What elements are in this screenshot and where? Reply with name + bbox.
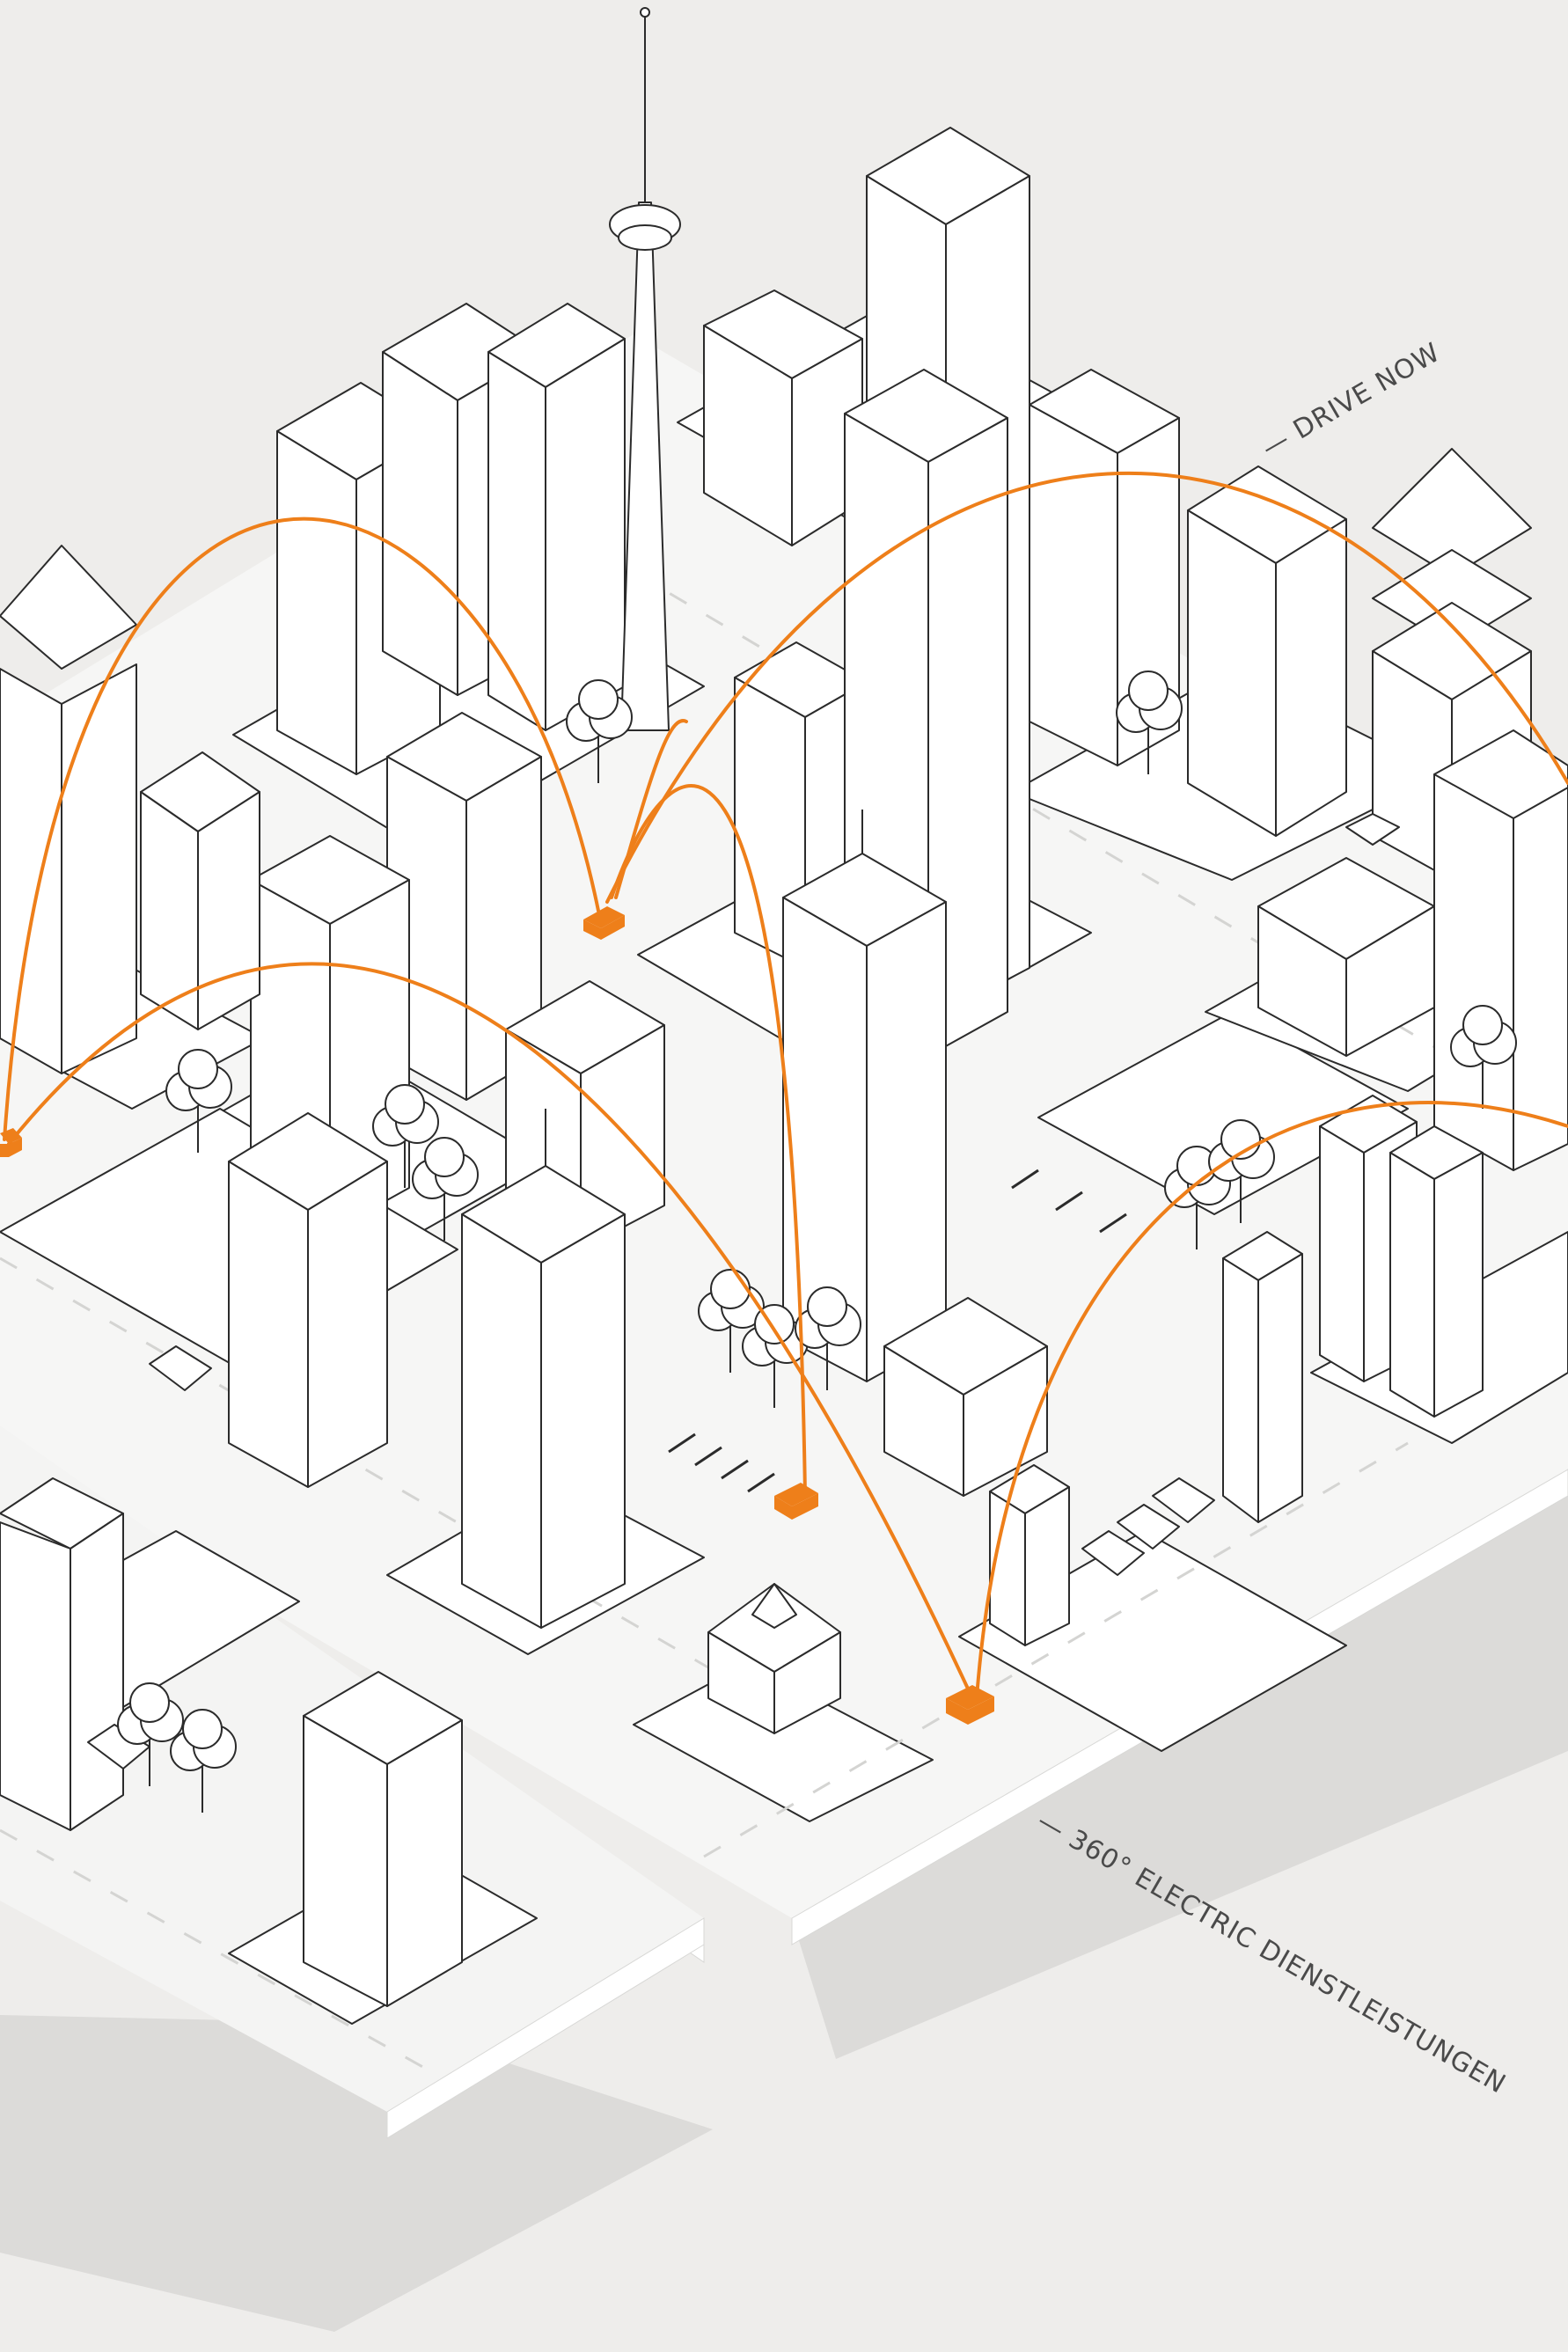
cube-front (883, 1297, 1048, 1497)
small-houses (87, 1345, 1215, 1769)
tower-right-2 (1433, 729, 1568, 1171)
tower-front-5 (1389, 1125, 1484, 1418)
tv-tower (609, 7, 681, 731)
ground-shadows (0, 1496, 1568, 2332)
tower-left-pyramid (0, 545, 137, 1074)
tower-left-2 (140, 751, 260, 1030)
tower-lower-2 (303, 1671, 463, 2007)
tower-back-6 (487, 303, 626, 731)
pyramid-front (707, 1583, 841, 1734)
tower-front-2-antenna (461, 1109, 626, 1629)
arc-3 (7, 962, 974, 1700)
tower-front-6 (989, 1464, 1070, 1646)
arc-4 (610, 784, 807, 1498)
tower-right-1 (1187, 465, 1347, 837)
marker-2 (0, 1128, 22, 1157)
tower-mid-3-antenna (782, 810, 947, 1382)
arc-1 (3, 517, 600, 1141)
tower-lower-1 (0, 1477, 124, 1831)
connection-arcs (3, 471, 1568, 1700)
tower-front-1 (228, 1112, 388, 1488)
marker-4 (946, 1685, 994, 1725)
tower-back-1 (703, 289, 863, 546)
tower-front-3 (1222, 1231, 1303, 1523)
arc-5 (975, 1101, 1568, 1700)
connection-markers (0, 906, 994, 1725)
marker-3 (774, 1483, 818, 1520)
arc-6 (614, 719, 688, 899)
parking-markings (668, 1169, 1127, 1493)
marker-1 (583, 906, 625, 940)
cube-right (1257, 813, 1435, 1057)
arc-2 (605, 471, 1568, 904)
